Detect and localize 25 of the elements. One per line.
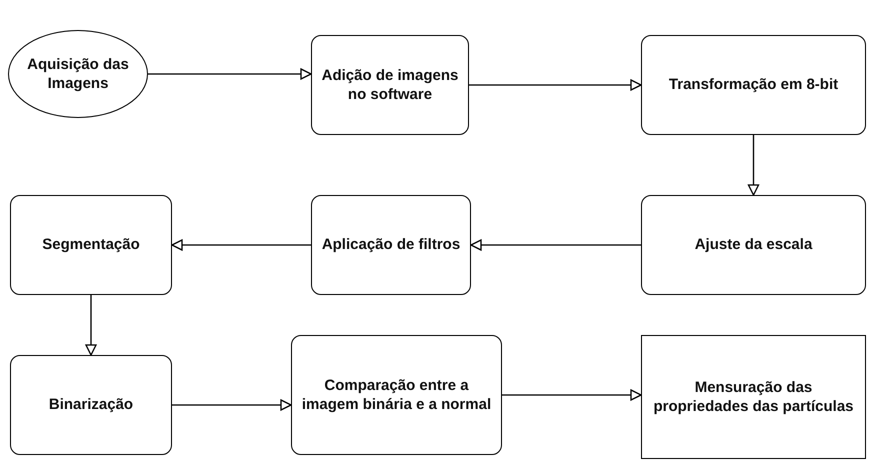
arrow (85, 295, 97, 356)
node-label: Aquisição das Imagens (26, 54, 130, 94)
node-label: Comparação entre a imagem binária e a normal (300, 376, 492, 414)
node-label: Mensuração das propriedades das partículas (652, 378, 855, 416)
node-label: Aplicação de filtros (322, 235, 460, 255)
node-label: Transformação em 8-bit (668, 75, 838, 95)
process-box (641, 35, 866, 135)
node-label: Ajuste da escala (694, 235, 812, 255)
arrow (171, 239, 311, 251)
arrow (172, 399, 292, 411)
process-box (10, 195, 172, 295)
arrow (148, 68, 312, 80)
process-box (641, 195, 866, 295)
arrow (470, 239, 641, 251)
node-label: Binarização (48, 395, 134, 415)
process-box (311, 195, 471, 295)
arrow (748, 135, 760, 196)
node-label: Adição de imagens no software (320, 66, 460, 104)
process-box (291, 335, 502, 455)
node-label: Segmentação (42, 235, 140, 255)
process-box (10, 355, 172, 455)
process-box (311, 35, 469, 135)
arrow (502, 389, 642, 401)
arrow (469, 79, 642, 91)
process-box (641, 335, 866, 459)
